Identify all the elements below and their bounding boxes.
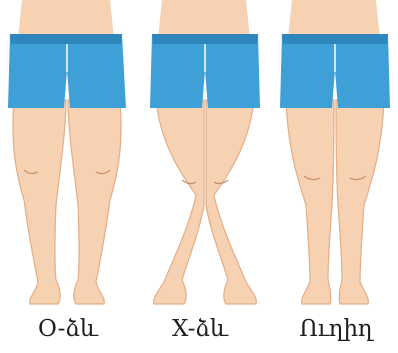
shorts xyxy=(280,34,390,108)
torso xyxy=(158,0,250,38)
right-leg xyxy=(336,100,384,304)
torso xyxy=(18,0,114,38)
left-leg xyxy=(154,100,204,304)
torso xyxy=(288,0,380,38)
caption-o-legs: O-ձև xyxy=(18,318,118,341)
shorts xyxy=(150,34,260,108)
right-leg xyxy=(68,100,121,304)
left-leg xyxy=(13,100,66,304)
right-leg xyxy=(206,100,256,304)
left-leg xyxy=(286,100,334,304)
x-legs-figure xyxy=(138,0,271,312)
caption-x-legs: X-ձև xyxy=(150,318,250,341)
straight-legs-figure xyxy=(270,0,398,312)
o-legs-figure xyxy=(0,0,133,312)
shorts xyxy=(8,34,126,108)
caption-straight-legs: Ուղիղ xyxy=(283,318,389,341)
